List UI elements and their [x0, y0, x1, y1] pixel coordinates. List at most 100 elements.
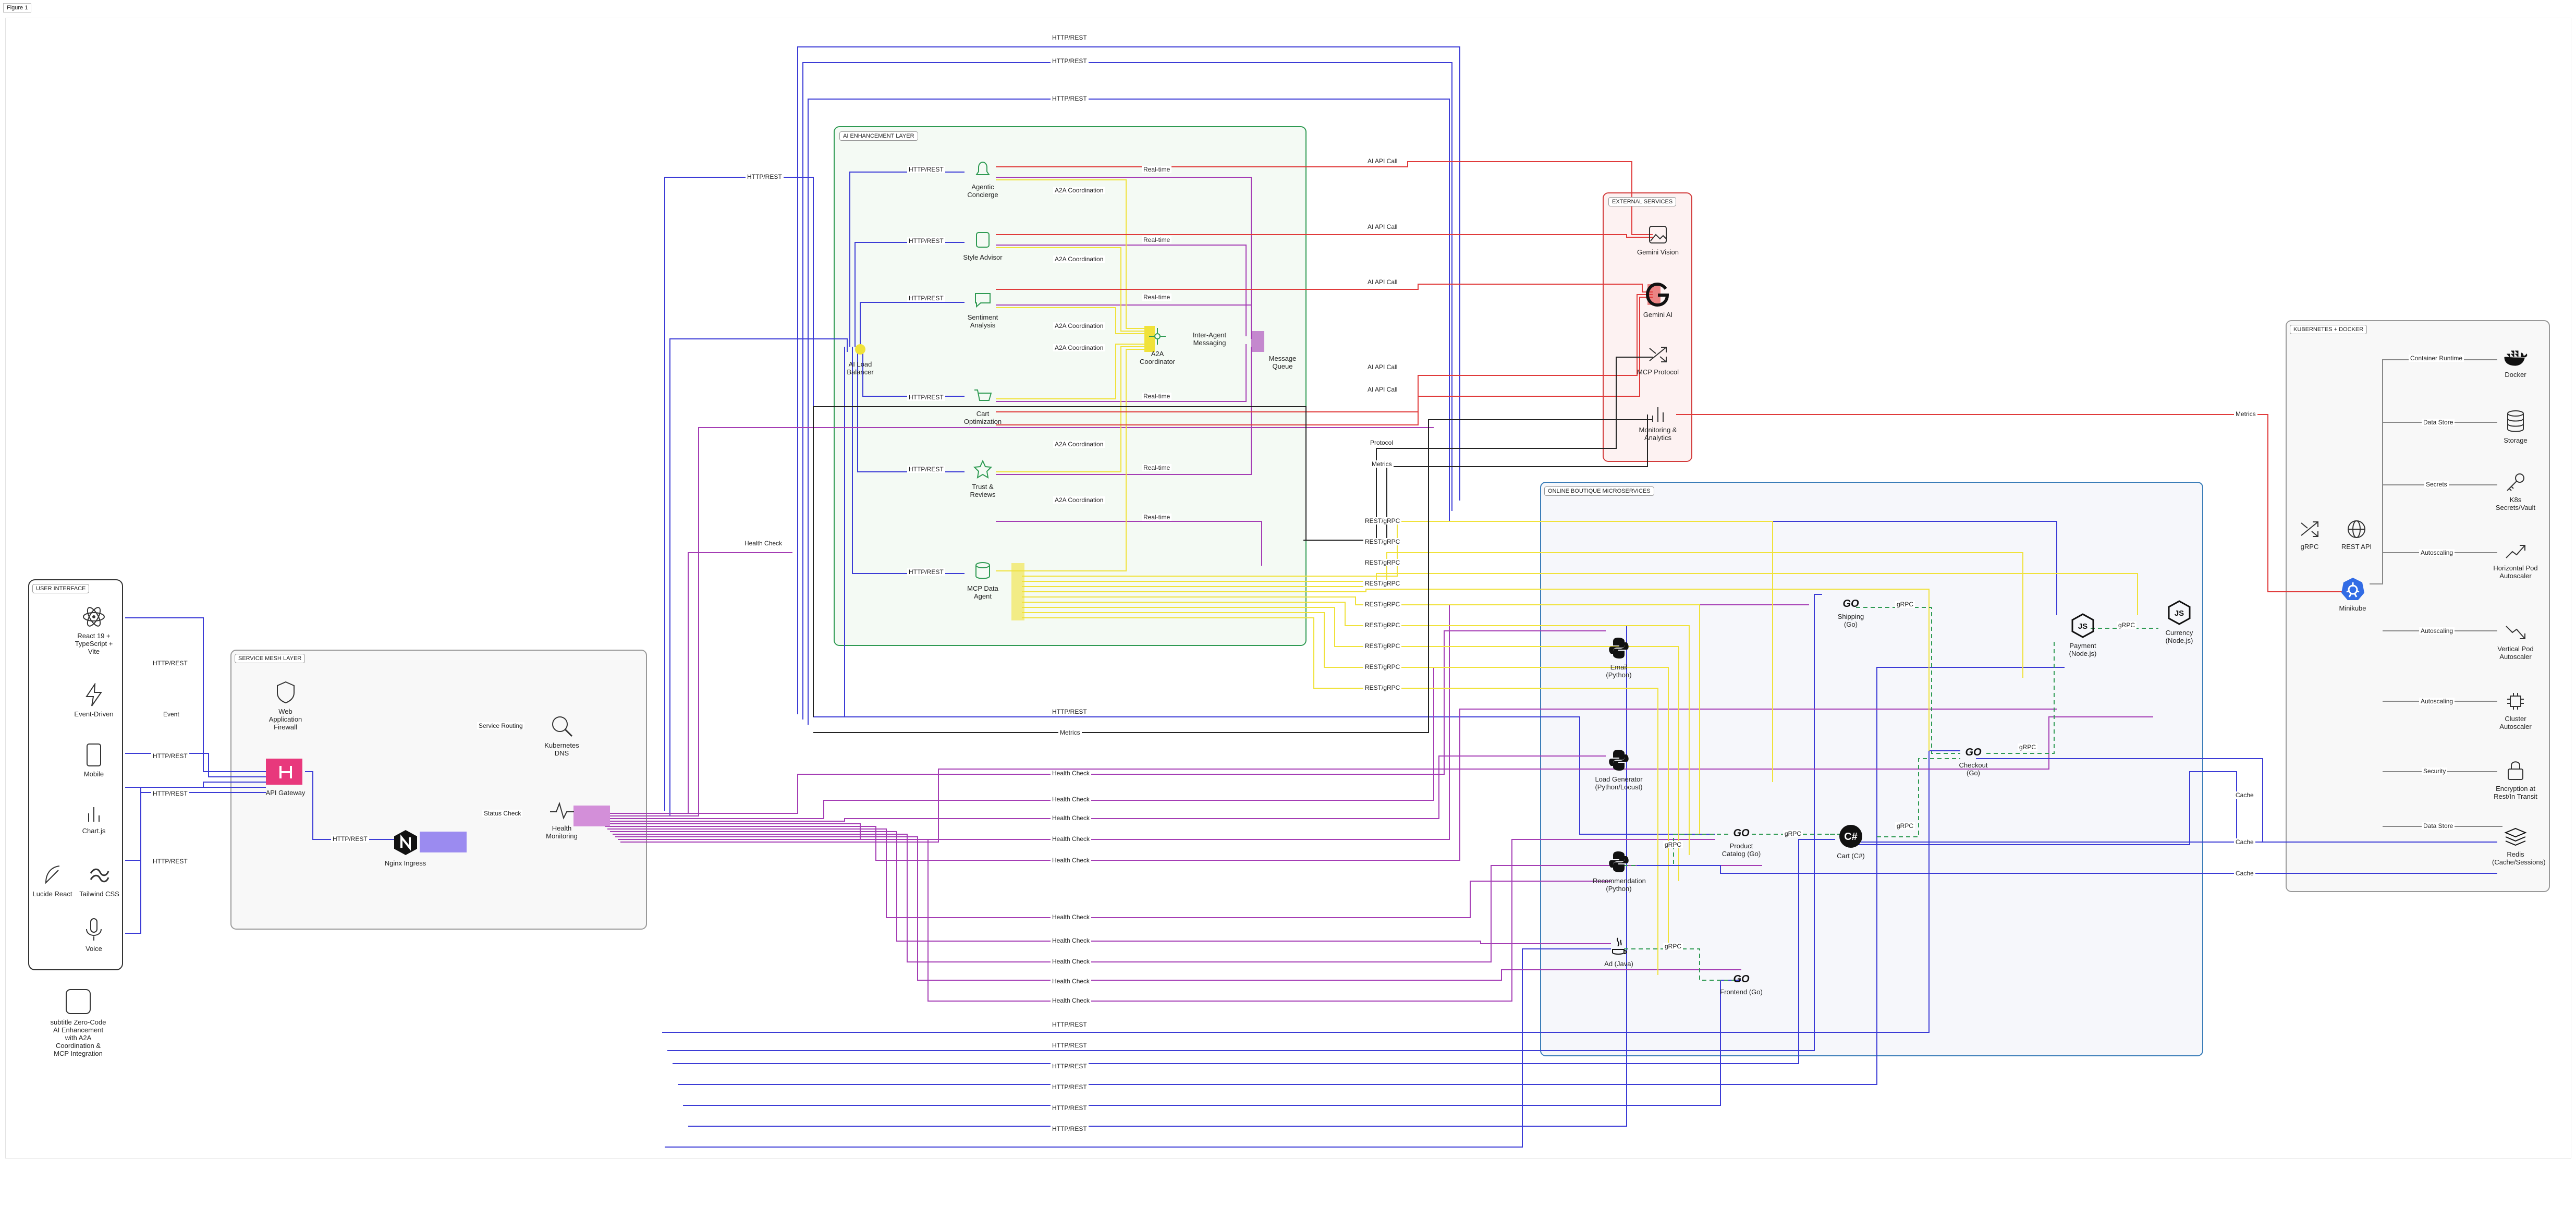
svg-text:JS: JS: [2078, 622, 2087, 631]
node-catalog[interactable]: GO Product Catalog (Go): [1722, 827, 1761, 858]
node-storage[interactable]: Storage: [2492, 409, 2539, 444]
edge-label-rest-grpc: REST/gRPC: [1363, 559, 1402, 566]
node-waf[interactable]: Web Application Firewall: [263, 680, 308, 731]
edge-label-http: HTTP/REST: [907, 394, 945, 401]
node-agentic[interactable]: Agentic Concierge: [962, 159, 1004, 199]
tailwind-icon: [90, 868, 109, 883]
node-voice[interactable]: Voice: [70, 918, 117, 953]
edge-label-rest-grpc: REST/gRPC: [1363, 517, 1402, 525]
node-shipping[interactable]: GO Shipping (Go): [1837, 598, 1864, 628]
group-label-microservices: ONLINE BOUTIQUE MICROSERVICES: [1544, 486, 1654, 496]
edge-label-a2a: A2A Coordination: [1053, 255, 1105, 263]
node-nginx[interactable]: Nginx Ingress: [383, 829, 428, 867]
edge-label-event: Event: [162, 711, 181, 718]
group-label-ai-layer: AI ENHANCEMENT LAYER: [839, 131, 918, 141]
node-mq[interactable]: Message Queue: [1268, 355, 1297, 370]
node-vpa[interactable]: Vertical Pod Autoscaler: [2492, 623, 2539, 661]
edge-label-realtime: Real-time: [1142, 393, 1172, 400]
node-mcp-agent[interactable]: MCP Data Agent: [962, 560, 1004, 600]
node-chartjs[interactable]: Chart.js: [70, 803, 117, 835]
node-hpa[interactable]: Horizontal Pod Autoscaler: [2492, 542, 2539, 580]
edge-label-rest-grpc: REST/gRPC: [1363, 621, 1402, 629]
node-gemini-vision[interactable]: Gemini Vision: [1637, 224, 1679, 256]
node-lucide[interactable]: Lucide React: [30, 863, 75, 898]
svg-text:GO: GO: [1842, 598, 1859, 609]
node-encryption[interactable]: Encryption at Rest/In Transit: [2492, 759, 2539, 800]
nodejs-icon: JS: [2168, 600, 2191, 625]
edge-label-realtime: Real-time: [1142, 236, 1172, 243]
node-minikube[interactable]: Minikube: [2333, 576, 2372, 612]
java-icon: [1612, 937, 1627, 955]
node-payment[interactable]: JS Payment (Node.js): [2062, 613, 2104, 657]
edge-label-health-check: Health Check: [1051, 937, 1092, 944]
node-cart[interactable]: C# Cart (C#): [1830, 824, 1872, 860]
database-icon: [975, 562, 990, 579]
edge-label-ai-api: AI API Call: [1366, 278, 1399, 286]
node-style-advisor[interactable]: Style Advisor: [962, 229, 1004, 261]
edge-label-health-check: Health Check: [1051, 814, 1092, 822]
edge-label-ai-api: AI API Call: [1366, 386, 1399, 393]
mq-bundle: [1251, 331, 1264, 352]
bell-icon: [975, 161, 990, 175]
node-sentiment[interactable]: Sentiment Analysis: [962, 289, 1004, 329]
edge-label-service-routing: Service Routing: [477, 722, 524, 729]
node-rest-api[interactable]: REST API: [2338, 519, 2375, 551]
go-icon: GO: [1842, 598, 1859, 609]
nodejs-icon: JS: [2071, 613, 2094, 638]
trending-up-icon: [2506, 545, 2525, 558]
svg-text:GO: GO: [1965, 747, 1982, 758]
layers-icon: [2504, 827, 2527, 846]
shield-icon: [276, 681, 295, 704]
node-currency[interactable]: JS Currency (Node.js): [2158, 600, 2200, 644]
shuffle-icon: [1649, 347, 1667, 362]
go-icon: GO: [1733, 827, 1750, 839]
node-a2a[interactable]: A2A Coordinator: [1137, 326, 1178, 365]
node-ai-lb[interactable]: AI Load Balancer: [839, 342, 881, 376]
node-monitoring[interactable]: Monitoring & Analytics: [1637, 404, 1679, 442]
node-ad[interactable]: Ad (Java): [1598, 936, 1640, 968]
node-recommendation[interactable]: Recommendation (Python): [1593, 850, 1646, 893]
node-cart-opt[interactable]: Cart Optimization: [962, 386, 1004, 425]
node-email[interactable]: Email (Python): [1598, 636, 1640, 679]
edge-label-http: HTTP/REST: [1051, 34, 1089, 41]
edge-label-cache: Cache: [2234, 870, 2255, 877]
edge-label-autoscaling: Autoscaling: [2419, 627, 2455, 635]
node-cluster-autoscaler[interactable]: Cluster Autoscaler: [2492, 691, 2539, 730]
edge-label-http: HTTP/REST: [1051, 1083, 1089, 1091]
svg-text:GO: GO: [1733, 973, 1750, 985]
node-mobile[interactable]: Mobile: [70, 743, 117, 778]
node-react[interactable]: React 19 + TypeScript + Vite: [70, 605, 117, 655]
diagram-frame: [5, 18, 2571, 1159]
node-api-gateway[interactable]: API Gateway: [263, 759, 308, 797]
edge-label-metrics: Metrics: [1058, 729, 1082, 736]
node-event-driven[interactable]: Event-Driven: [70, 683, 117, 718]
health-bundle: [573, 806, 610, 826]
node-docker[interactable]: Docker: [2492, 347, 2539, 379]
node-tailwind[interactable]: Tailwind CSS: [77, 863, 121, 898]
node-loadgen[interactable]: Load Generator (Python/Locust): [1593, 748, 1645, 791]
node-k8s-vault[interactable]: K8s Secrets/Vault: [2492, 472, 2539, 511]
node-mcp-protocol[interactable]: MCP Protocol: [1637, 344, 1679, 376]
node-redis[interactable]: Redis (Cache/Sessions): [2492, 826, 2546, 866]
trending-down-icon: [2506, 626, 2525, 639]
node-checkout[interactable]: GO Checkout (Go): [1959, 747, 1988, 777]
node-gemini-ai[interactable]: Gemini AI: [1637, 282, 1679, 319]
edge-label-autoscaling: Autoscaling: [2419, 549, 2455, 556]
bar-chart-icon: [1652, 407, 1664, 422]
edge-label-rest-grpc: REST/gRPC: [1363, 663, 1402, 670]
node-grpc[interactable]: gRPC: [2291, 519, 2328, 551]
edge-label-http: HTTP/REST: [1051, 57, 1089, 65]
node-health-monitoring[interactable]: Health Monitoring: [540, 800, 584, 840]
node-frontend[interactable]: GO Frontend (Go): [1720, 973, 1763, 996]
edge-label-health-check: Health Check: [1051, 997, 1092, 1004]
edge-label-security: Security: [2422, 767, 2448, 775]
nginx-bundle: [420, 832, 467, 852]
svg-text:C#: C#: [1844, 831, 1858, 843]
node-kube-dns[interactable]: Kubernetes DNS: [540, 714, 584, 757]
edge-label-container-runtime: Container Runtime: [2409, 355, 2464, 362]
edge-label-realtime: Real-time: [1142, 166, 1172, 173]
edge-label-grpc: gRPC: [1663, 943, 1683, 950]
node-trust[interactable]: Trust & Reviews: [962, 459, 1004, 498]
bar-chart-icon: [88, 807, 100, 822]
